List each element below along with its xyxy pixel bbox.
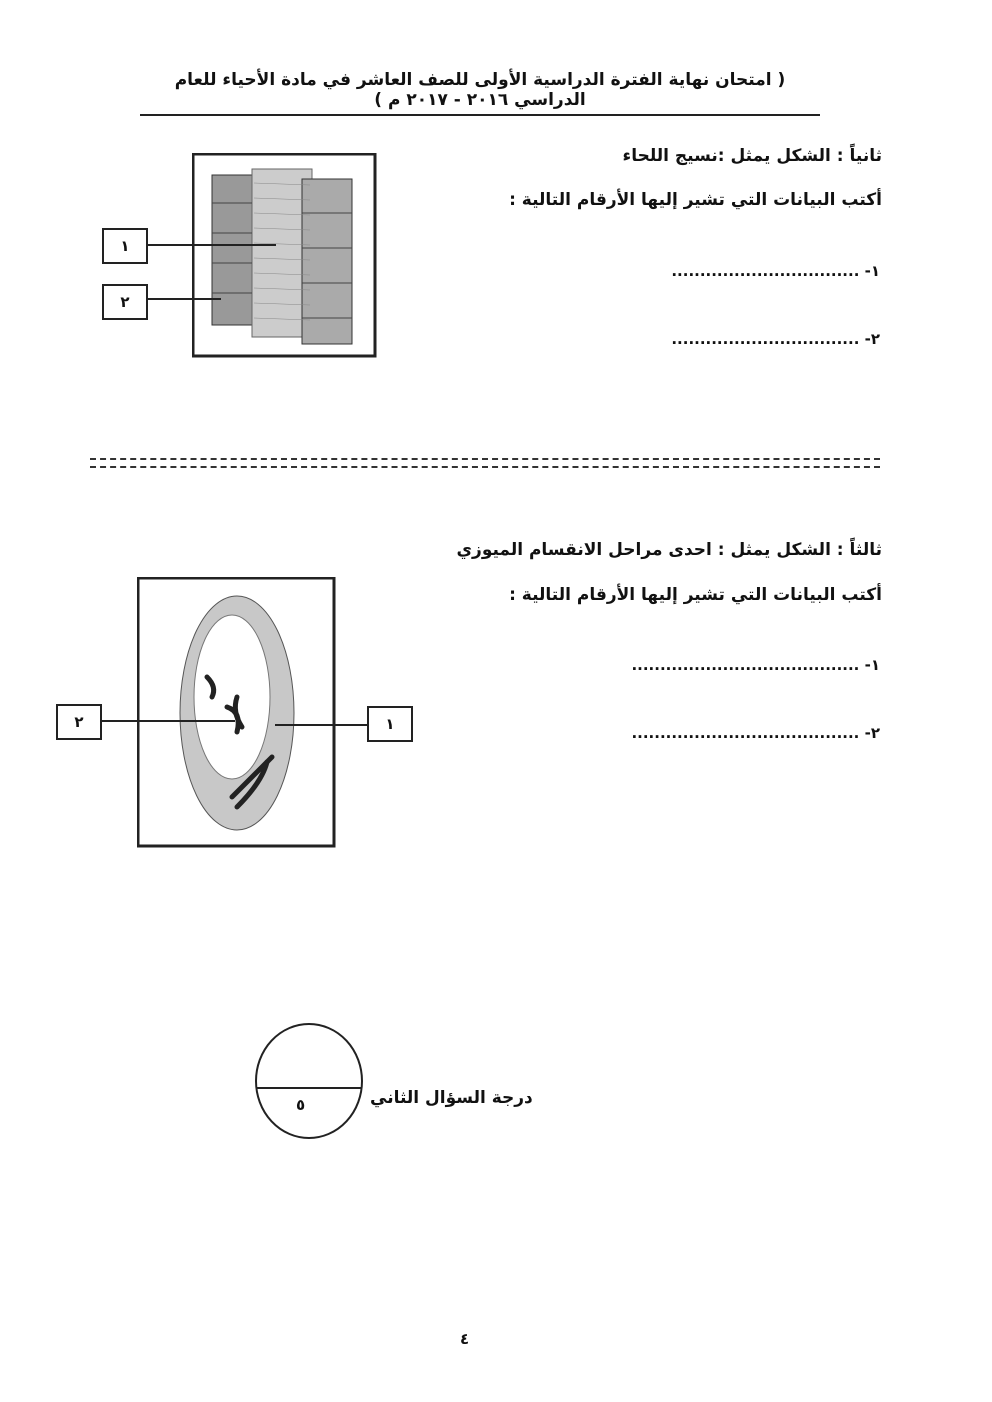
- page-number: ٤: [460, 1330, 470, 1348]
- pointer-line-2: [146, 298, 221, 300]
- section2-answer-1[interactable]: ١- .................................: [671, 262, 880, 280]
- figure-label-2b: ٢: [56, 704, 102, 740]
- phloem-tissue-figure: [192, 153, 377, 358]
- section3-answer-1[interactable]: ١- .....................................…: [631, 656, 880, 674]
- pointer-line-1: [146, 244, 276, 246]
- section2-answer-2[interactable]: ٢- .................................: [671, 330, 880, 348]
- meiosis-cell-figure: [137, 577, 336, 848]
- figure-label-2: ٢: [102, 284, 148, 320]
- section3-answer-2[interactable]: ٢- .....................................…: [631, 724, 880, 742]
- section2-instruction: أكتب البيانات التي تشير إليها الأرقام ال…: [509, 190, 882, 210]
- pointer-line-1b: [275, 724, 367, 726]
- section3-instruction: أكتب البيانات التي تشير إليها الأرقام ال…: [509, 585, 882, 605]
- figure-label-1b: ١: [367, 706, 413, 742]
- section-divider: [90, 458, 880, 468]
- section3-title: ثالثاً : الشكل يمثل : احدى مراحل الانقسا…: [456, 540, 882, 560]
- exam-header: ( امتحان نهاية الفترة الدراسية الأولى لل…: [140, 70, 820, 116]
- score-total: ٥: [296, 1096, 306, 1114]
- pointer-line-2b: [100, 720, 235, 722]
- section2-title: ثانياً : الشكل يمثل :نسيج اللحاء: [622, 146, 882, 166]
- score-circle: [255, 1023, 363, 1139]
- score-label: درجة السؤال الثاني: [370, 1088, 533, 1108]
- figure-label-1: ١: [102, 228, 148, 264]
